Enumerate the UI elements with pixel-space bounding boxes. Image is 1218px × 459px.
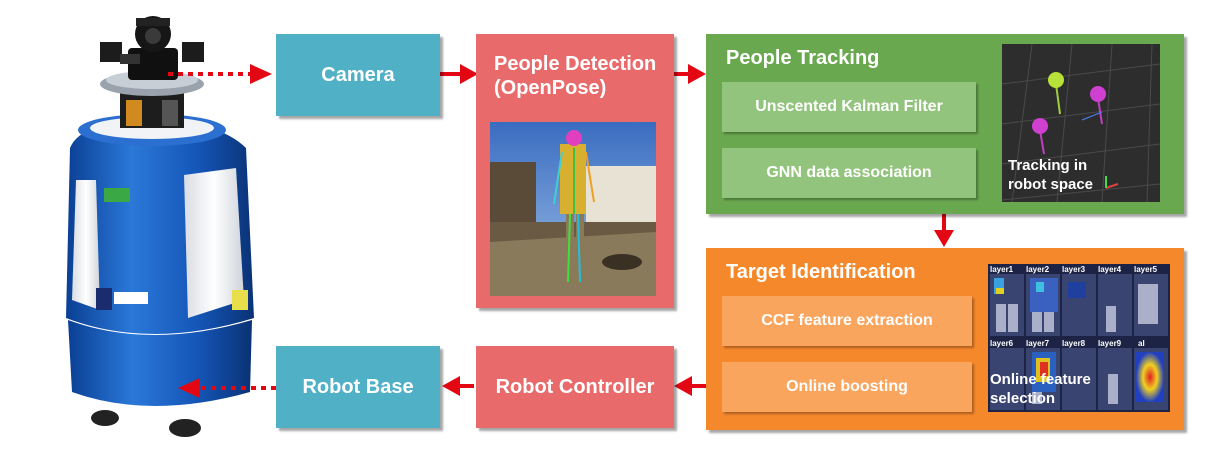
robot-controller-box: Robot Controller bbox=[476, 346, 674, 428]
layer4-label: layer4 bbox=[1098, 265, 1122, 274]
layer3-label: layer3 bbox=[1062, 265, 1086, 274]
camera-box: Camera bbox=[276, 34, 440, 116]
layer9-label: layer9 bbox=[1098, 339, 1122, 348]
layer8-label: layer8 bbox=[1062, 339, 1086, 348]
people-tracking-title: People Tracking bbox=[726, 47, 880, 69]
target-identification-title: Target Identification bbox=[726, 261, 916, 283]
robot-controller-label: Robot Controller bbox=[495, 375, 655, 398]
target-identification-box: Target Identification CCF feature extrac… bbox=[706, 248, 1184, 430]
openpose-photo bbox=[490, 122, 656, 296]
layer6-label: layer6 bbox=[990, 339, 1014, 348]
people-tracking-box: People Tracking Unscented Kalman Filter … bbox=[706, 34, 1184, 214]
layer7-label: layer7 bbox=[1026, 339, 1050, 348]
layer5-label: layer5 bbox=[1134, 265, 1158, 274]
camera-label: Camera bbox=[321, 63, 395, 86]
people-detection-title: People Detection (OpenPose) bbox=[494, 53, 657, 99]
tracking-visualization bbox=[1002, 44, 1160, 202]
people-detection-box: People Detection (OpenPose) bbox=[476, 34, 674, 308]
layer2-label: layer2 bbox=[1026, 265, 1050, 274]
ukf-label: Unscented Kalman Filter bbox=[755, 98, 943, 115]
gnn-box: GNN data association bbox=[722, 148, 976, 198]
robot-base-label: Robot Base bbox=[302, 375, 414, 398]
layer-all-label: al bbox=[1138, 339, 1145, 348]
ukf-box: Unscented Kalman Filter bbox=[722, 82, 976, 132]
boosting-box: Online boosting bbox=[722, 362, 972, 412]
feature-selection-caption: Online feature selection bbox=[990, 371, 1091, 407]
ccf-box: CCF feature extraction bbox=[722, 296, 972, 346]
tracking-caption: Tracking in robot space bbox=[1008, 157, 1094, 193]
feature-selection-visualization: layer1 layer2 layer3 layer4 layer5 layer… bbox=[988, 264, 1170, 412]
boosting-label: Online boosting bbox=[786, 378, 908, 395]
ccf-label: CCF feature extraction bbox=[761, 312, 933, 329]
layer1-label: layer1 bbox=[990, 265, 1014, 274]
gnn-label: GNN data association bbox=[766, 164, 932, 181]
robot-base-box: Robot Base bbox=[276, 346, 440, 428]
